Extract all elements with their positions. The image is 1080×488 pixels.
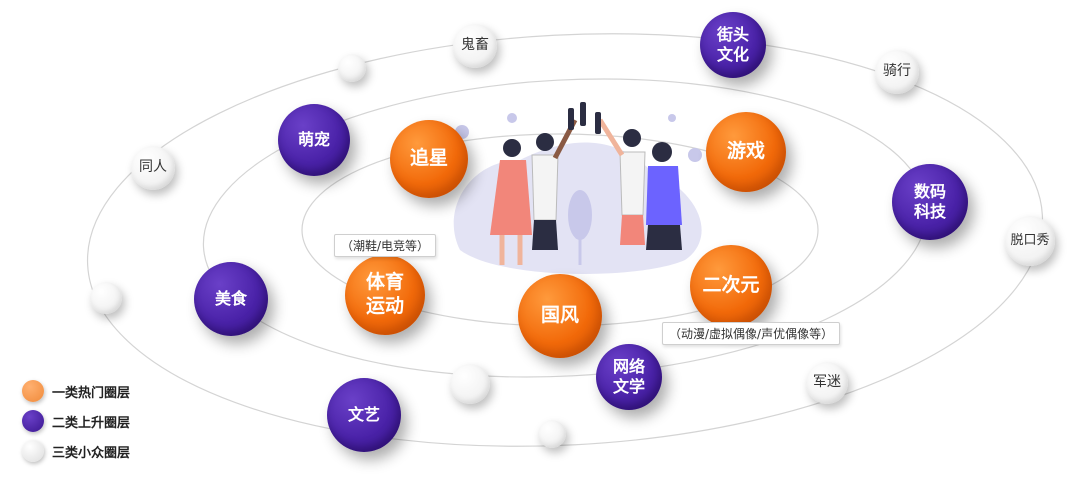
hot-circle-erciyuan: 二次元 xyxy=(690,245,772,327)
legend-label: 三类小众圈层 xyxy=(52,445,131,461)
legend: 一类热门圈层 二类上升圈层 三类小众圈层 xyxy=(22,376,130,466)
bottle xyxy=(568,108,574,130)
node-label: 同人 xyxy=(139,159,167,176)
decor-bubble xyxy=(688,148,702,162)
rising-circle-mengchong: 萌宠 xyxy=(278,104,350,176)
node-label: 军迷 xyxy=(813,374,841,391)
hot-circle-zhuixing: 追星 xyxy=(390,120,468,198)
legend-item-rise: 二类上升圈层 xyxy=(22,406,130,436)
person-body xyxy=(619,151,646,216)
legend-item-niche: 三类小众圈层 xyxy=(22,436,130,466)
legend-niche-dot xyxy=(22,440,44,462)
person-arm xyxy=(597,118,625,157)
node-label: 游戏 xyxy=(726,140,765,163)
rising-circle-wenyi: 文艺 xyxy=(327,378,401,452)
person-head xyxy=(652,142,672,162)
person-body xyxy=(490,160,532,235)
niche-bubble-blank xyxy=(538,420,566,448)
node-label: 体育 运动 xyxy=(365,271,404,317)
node-label: 二次元 xyxy=(702,274,760,297)
legend-item-hot: 一类热门圈层 xyxy=(22,376,130,406)
rising-circle-meishi: 美食 xyxy=(194,262,268,336)
legend-label: 二类上升圈层 xyxy=(52,415,131,431)
rising-circle-wangluo: 网络 文学 xyxy=(596,344,662,410)
niche-circle-guichu: 鬼畜 xyxy=(453,24,497,68)
node-label: 骑行 xyxy=(883,63,911,80)
niche-bubble-blank xyxy=(450,364,490,404)
person-body xyxy=(646,166,682,225)
node-label: 美食 xyxy=(214,289,247,308)
person-head xyxy=(503,139,521,157)
person-shorts xyxy=(646,225,682,250)
person-shorts xyxy=(532,220,558,250)
niche-circle-tuokouxiu: 脱口秀 xyxy=(1005,216,1055,266)
hot-circle-youxi: 游戏 xyxy=(706,112,786,192)
person-head xyxy=(623,129,641,147)
acg-note: （动漫/虚拟偶像/声优偶像等） xyxy=(662,322,841,345)
node-label: 街头 文化 xyxy=(716,25,749,64)
person-shorts xyxy=(620,215,645,245)
niche-circle-qixing: 骑行 xyxy=(875,50,919,94)
outer-orbit xyxy=(86,33,1044,447)
legend-label: 一类热门圈层 xyxy=(52,385,131,401)
node-label: 追星 xyxy=(409,147,448,170)
niche-circle-junmi: 军迷 xyxy=(806,362,848,404)
legend-rise-dot xyxy=(22,410,44,432)
niche-bubble-blank xyxy=(90,282,122,314)
tree-shape xyxy=(568,190,592,240)
rising-circle-jietou: 街头 文化 xyxy=(700,12,766,78)
node-label: 文艺 xyxy=(347,405,380,424)
node-label: 脱口秀 xyxy=(1010,232,1050,248)
node-label: 数码 科技 xyxy=(913,182,946,221)
hot-circle-guofeng: 国风 xyxy=(518,274,602,358)
node-label: 鬼畜 xyxy=(461,37,489,54)
bottle xyxy=(595,112,601,134)
niche-circle-tongren: 同人 xyxy=(131,146,175,190)
bottle xyxy=(580,102,586,126)
node-label: 萌宠 xyxy=(297,130,330,149)
hot-circle-tiyu: 体育 运动 xyxy=(345,255,425,335)
decor-bubble xyxy=(668,114,676,122)
people-cheering-illustration xyxy=(453,102,702,274)
person-body xyxy=(531,154,559,221)
rising-circle-shuma: 数码 科技 xyxy=(892,164,968,240)
legend-hot-dot xyxy=(22,380,44,402)
sports-note: （潮鞋/电竞等） xyxy=(334,234,437,257)
person-head xyxy=(536,133,554,151)
node-label: 网络 文学 xyxy=(612,357,645,396)
node-label: 国风 xyxy=(540,304,579,327)
decor-bubble xyxy=(507,113,517,123)
niche-bubble-blank xyxy=(338,54,366,82)
